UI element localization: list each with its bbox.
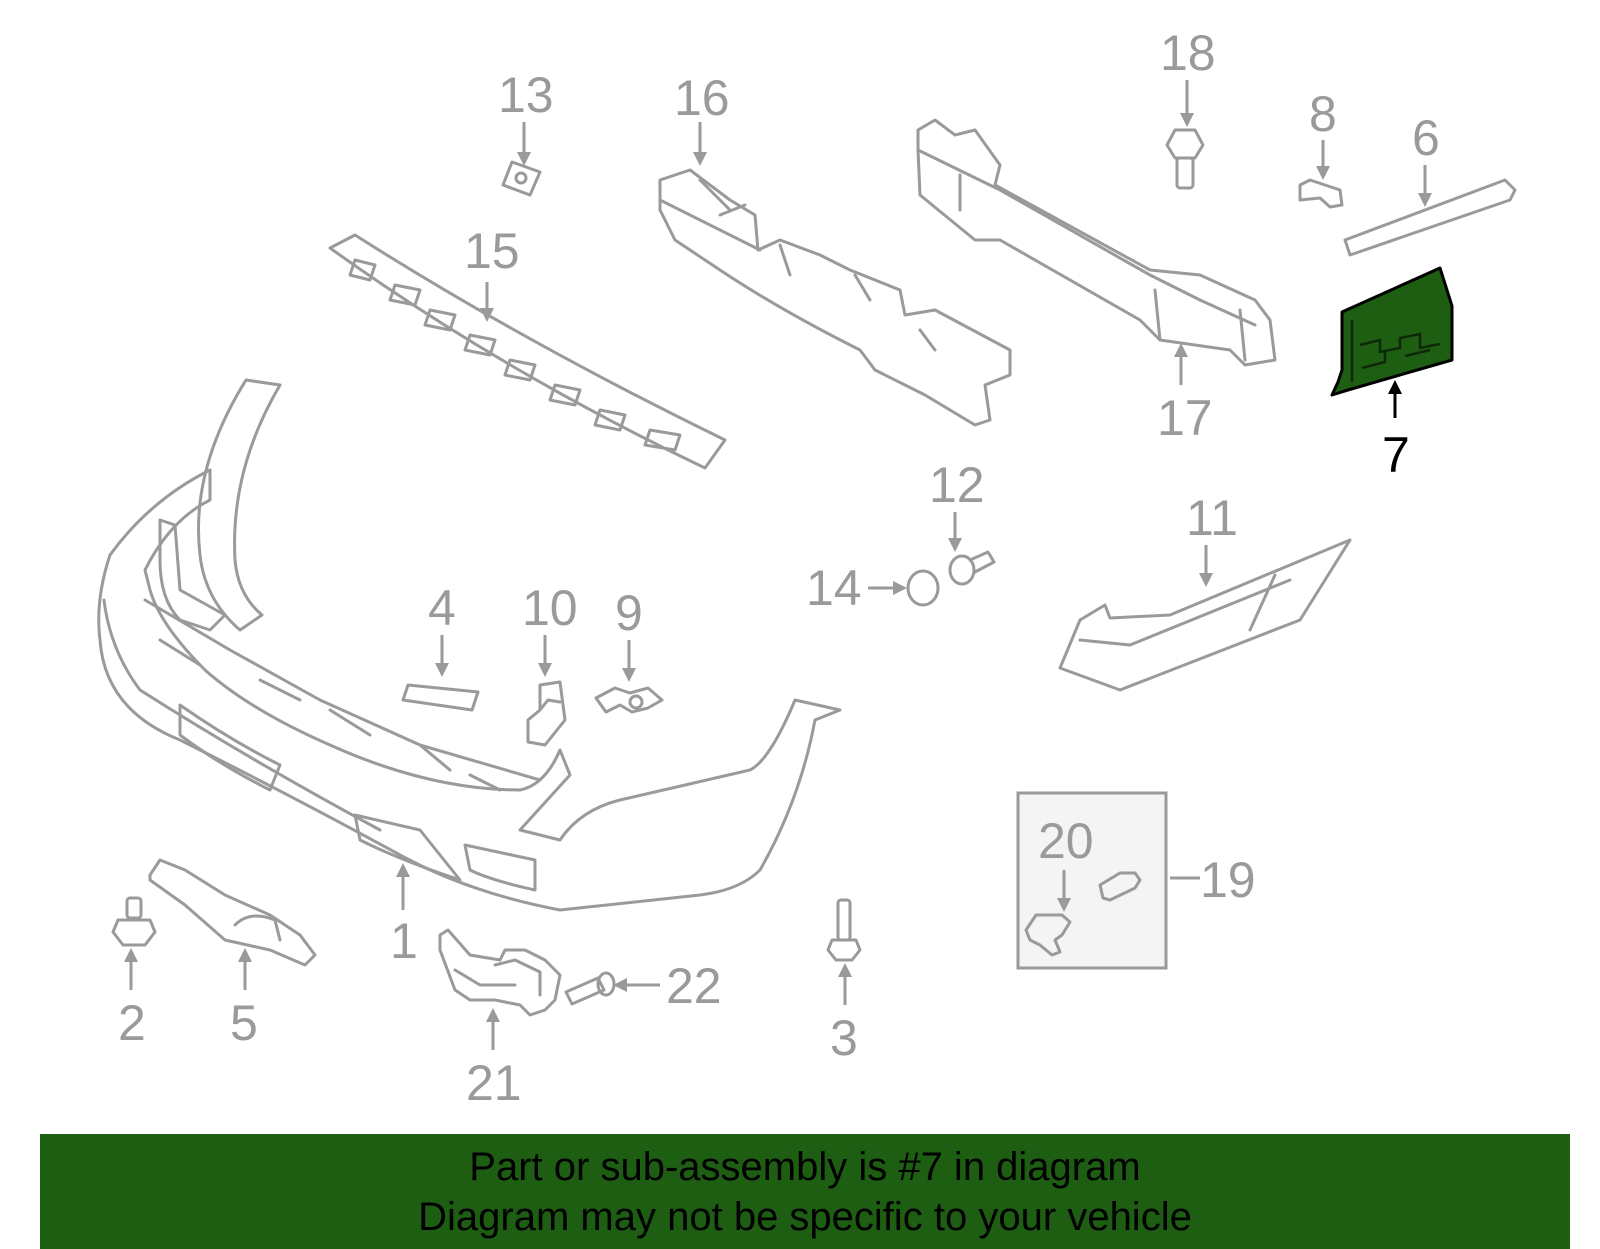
- part-15-absorber-strip[interactable]: [328, 233, 727, 470]
- part-6-strip[interactable]: [1343, 178, 1517, 257]
- part-3-push-pin[interactable]: [826, 898, 862, 962]
- part-label-22: 22: [666, 958, 722, 1014]
- part-14-grommet[interactable]: [906, 569, 940, 607]
- part-8-bracket[interactable]: [1298, 178, 1344, 209]
- part-label-19: 19: [1200, 852, 1256, 908]
- part-label-6: 6: [1412, 110, 1440, 166]
- part-16-energy-absorber[interactable]: [658, 168, 1012, 427]
- part-10-bracket[interactable]: [526, 680, 567, 747]
- part-7-highlighted-bracket[interactable]: [1330, 266, 1454, 397]
- part-label-21: 21: [466, 1055, 522, 1111]
- part-label-10: 10: [522, 580, 578, 636]
- part-label-16: 16: [674, 70, 730, 126]
- part-22-screw[interactable]: [564, 971, 616, 1006]
- leader-arrows: [124, 80, 1432, 1050]
- part-18-bolt[interactable]: [1165, 128, 1205, 190]
- part-1-bumper-cover[interactable]: [97, 378, 842, 912]
- part-label-9: 9: [615, 585, 643, 641]
- part-2-push-pin[interactable]: [111, 896, 157, 947]
- part-label-15: 15: [464, 223, 520, 279]
- info-banner: Part or sub-assembly is #7 in diagram Di…: [40, 1134, 1570, 1249]
- part-11-reflector[interactable]: [1058, 538, 1352, 692]
- part-label-17: 17: [1157, 390, 1213, 446]
- part-labels: 13 16 15 18 8 6 17 12 14 11 4 10 9 1 2 5…: [118, 25, 1440, 1111]
- part-label-8: 8: [1309, 86, 1337, 142]
- part-13-clip[interactable]: [501, 160, 542, 197]
- part-12-pin[interactable]: [948, 550, 996, 586]
- part-17-impact-bar[interactable]: [916, 118, 1277, 367]
- part-21-bracket[interactable]: [438, 928, 562, 1017]
- part-label-14: 14: [806, 560, 862, 616]
- callout-box-19: [1016, 791, 1200, 970]
- part-label-4: 4: [428, 580, 456, 636]
- part-7-arrow: [1388, 380, 1402, 418]
- part-label-12: 12: [929, 457, 985, 513]
- part-9-clip[interactable]: [594, 686, 664, 714]
- part-label-20: 20: [1038, 813, 1094, 869]
- banner-line-2: Diagram may not be specific to your vehi…: [418, 1195, 1192, 1239]
- part-label-11: 11: [1186, 490, 1238, 546]
- part-label-3: 3: [830, 1010, 858, 1066]
- part-label-1: 1: [390, 913, 418, 969]
- part-5-side-bracket[interactable]: [148, 858, 317, 967]
- part-label-13: 13: [498, 67, 554, 123]
- part-label-2: 2: [118, 995, 146, 1051]
- part-label-7-highlighted: 7: [1382, 427, 1410, 483]
- part-4-emblem[interactable]: [401, 683, 480, 712]
- banner-line-1: Part or sub-assembly is #7 in diagram: [469, 1145, 1141, 1189]
- part-label-5: 5: [230, 995, 258, 1051]
- part-label-18: 18: [1160, 25, 1216, 81]
